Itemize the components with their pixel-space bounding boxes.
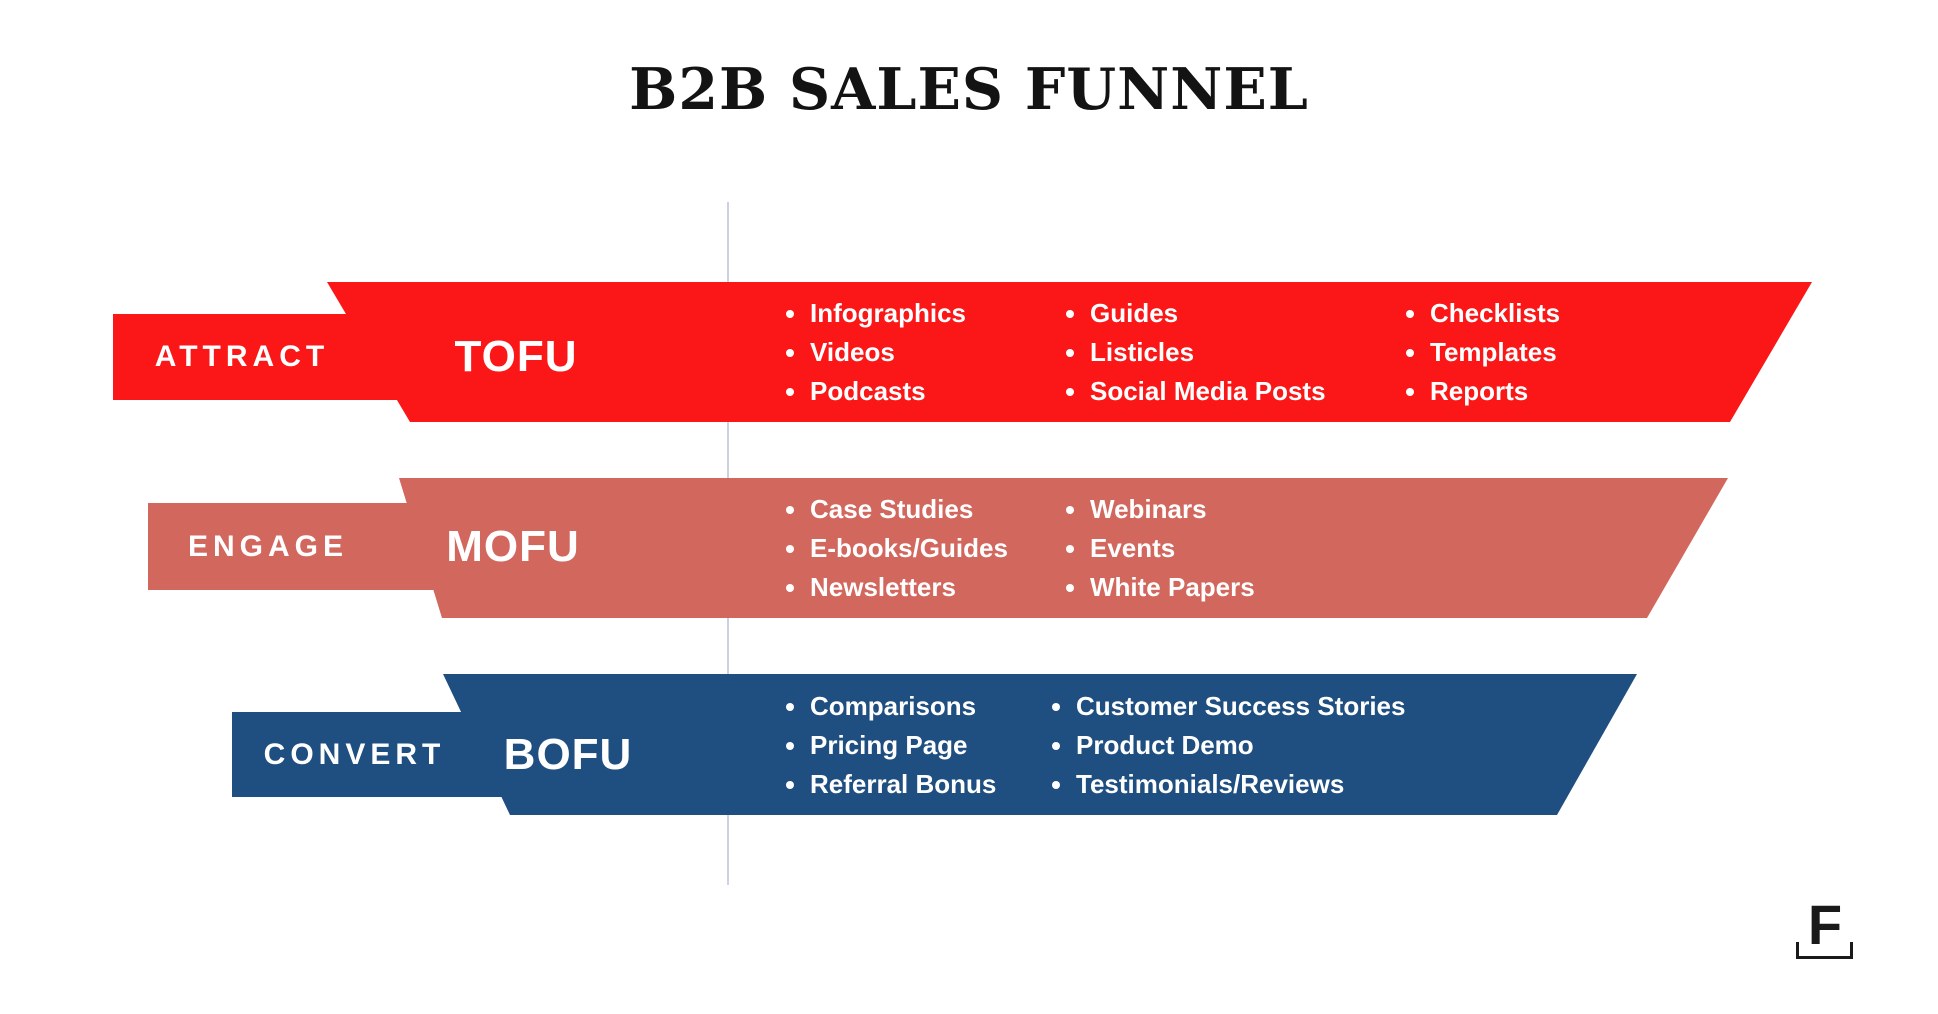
funnel-item: Listicles	[1066, 333, 1326, 372]
funnel-item-label: Checklists	[1430, 298, 1561, 328]
funnel-item-label: Events	[1090, 533, 1176, 563]
funnel-item: Newsletters	[786, 568, 1008, 607]
funnel-item: Comparisons	[786, 687, 996, 726]
funnel-item-label: Listicles	[1090, 337, 1195, 367]
engage-stage-label: ENGAGE	[187, 529, 349, 563]
funnel-item-label: Customer Success Stories	[1076, 691, 1406, 721]
funnel-item-label: Templates	[1430, 337, 1557, 367]
bullet-icon	[786, 583, 794, 592]
bullet-icon	[1406, 348, 1414, 357]
funnel-item-label: Guides	[1090, 298, 1179, 328]
funnel-item: Testimonials/Reviews	[1052, 765, 1405, 804]
funnel-item: E-books/Guides	[786, 529, 1008, 568]
bullet-icon	[1052, 741, 1060, 750]
page-title: B2B SALES FUNNEL	[629, 56, 1309, 123]
bullet-icon	[1052, 702, 1060, 711]
bullet-icon	[786, 702, 794, 711]
bullet-icon	[1066, 505, 1074, 514]
bofu-band-shape	[443, 674, 1637, 815]
funnel-item: Checklists	[1406, 294, 1560, 333]
brand-logo: F	[1790, 895, 1865, 970]
funnel-item-label: Case Studies	[810, 494, 974, 524]
bofu-items-column-2: Customer Success Stories Product Demo Te…	[1052, 687, 1405, 804]
funnel-item: Reports	[1406, 372, 1560, 411]
bullet-icon	[786, 780, 794, 789]
funnel-item: Webinars	[1066, 490, 1255, 529]
mofu-items-column-2: Webinars Events White Papers	[1066, 490, 1255, 607]
attract-tab-shape	[113, 314, 413, 400]
bullet-icon	[1066, 387, 1074, 396]
funnel-item: Product Demo	[1052, 726, 1405, 765]
funnel-item-label: Product Demo	[1076, 730, 1254, 760]
funnel-item-label: Comparisons	[810, 691, 977, 721]
attract-stage-label: ATTRACT	[154, 340, 330, 373]
funnel-item: Pricing Page	[786, 726, 996, 765]
bullet-icon	[786, 309, 794, 318]
funnel-item-label: E-books/Guides	[810, 533, 1008, 563]
bofu-items-column-1: Comparisons Pricing Page Referral Bonus	[786, 687, 996, 804]
bullet-icon	[786, 544, 794, 553]
funnel-item-label: Podcasts	[810, 376, 926, 406]
funnel-item: Infographics	[786, 294, 966, 333]
funnel-item: Events	[1066, 529, 1255, 568]
bullet-icon	[1406, 387, 1414, 396]
funnel-item: Case Studies	[786, 490, 1008, 529]
bullet-icon	[1066, 583, 1074, 592]
funnel-item-label: Newsletters	[810, 572, 956, 602]
logo-letter-f: F	[1807, 893, 1843, 956]
bullet-icon	[786, 387, 794, 396]
bullet-icon	[1052, 780, 1060, 789]
convert-stage-label: CONVERT	[263, 737, 446, 771]
funnel-item: Videos	[786, 333, 966, 372]
tofu-acronym: TOFU	[454, 332, 578, 381]
convert-tab-shape	[232, 712, 522, 797]
bofu-acronym: BOFU	[503, 729, 633, 779]
funnel-item-label: Infographics	[810, 298, 967, 328]
funnel-item: Templates	[1406, 333, 1560, 372]
engage-tab-shape	[148, 503, 448, 590]
bullet-icon	[786, 505, 794, 514]
funnel-item: Social Media Posts	[1066, 372, 1326, 411]
bullet-icon	[1066, 544, 1074, 553]
mofu-items-column-1: Case Studies E-books/Guides Newsletters	[786, 490, 1008, 607]
bullet-icon	[1066, 348, 1074, 357]
bullet-icon	[786, 741, 794, 750]
funnel-item-label: Testimonials/Reviews	[1076, 769, 1345, 799]
funnel-item: White Papers	[1066, 568, 1255, 607]
mofu-band-shape	[399, 478, 1728, 618]
funnel-item: Referral Bonus	[786, 765, 996, 804]
funnel-item-label: Reports	[1430, 376, 1529, 406]
tofu-items-column-1: Infographics Videos Podcasts	[786, 294, 966, 411]
funnel-item: Podcasts	[786, 372, 966, 411]
funnel-item: Customer Success Stories	[1052, 687, 1405, 726]
mofu-acronym: MOFU	[446, 521, 580, 571]
funnel-item-label: White Papers	[1090, 572, 1255, 602]
funnel-item-label: Social Media Posts	[1090, 376, 1326, 406]
funnel-item-label: Referral Bonus	[810, 769, 997, 799]
logo-funnel-bracket-icon	[1796, 942, 1853, 959]
funnel-item-label: Pricing Page	[810, 730, 968, 760]
tofu-items-column-2: Guides Listicles Social Media Posts	[1066, 294, 1326, 411]
bullet-icon	[1406, 309, 1414, 318]
tofu-items-column-3: Checklists Templates Reports	[1406, 294, 1560, 411]
funnel-item: Guides	[1066, 294, 1326, 333]
bullet-icon	[1066, 309, 1074, 318]
bullet-icon	[786, 348, 794, 357]
funnel-item-label: Webinars	[1090, 494, 1207, 524]
funnel-item-label: Videos	[810, 337, 895, 367]
